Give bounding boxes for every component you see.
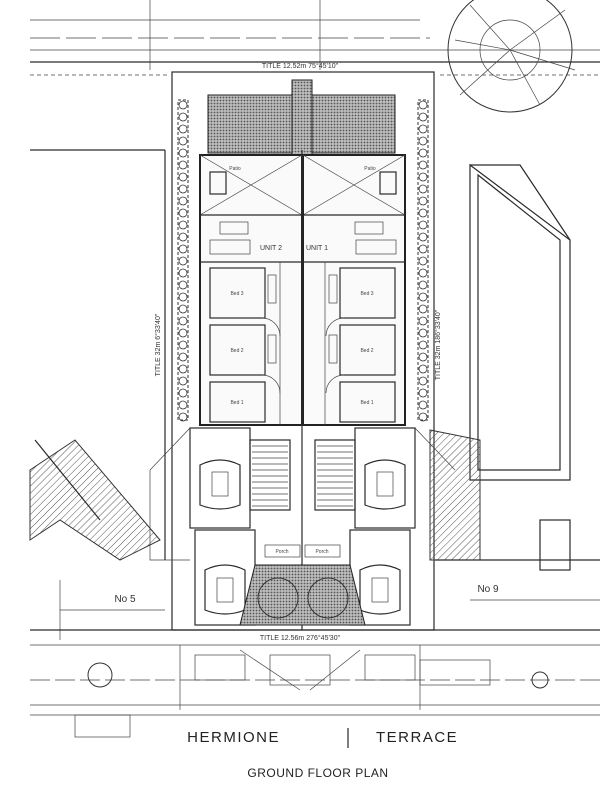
hedge-shrub: [178, 184, 188, 194]
hedge-shrub: [418, 172, 428, 182]
bed3-label-right: Bed 3: [360, 291, 373, 297]
hedge-shrub: [178, 316, 188, 326]
hedge-shrub: [178, 340, 188, 350]
hedge-shrub: [178, 100, 188, 110]
patio-label-left: Patio: [229, 166, 241, 172]
hedge-shrub: [418, 304, 428, 314]
hedge-shrub: [178, 304, 188, 314]
rear-courtyard-left: [207, 94, 299, 154]
front-tree-left: [257, 577, 299, 619]
hedge-shrub: [178, 328, 188, 338]
hedge-shrub: [418, 328, 428, 338]
bed2-label-right: Bed 2: [360, 348, 373, 354]
hedge-shrub: [178, 352, 188, 362]
hedge-shrub: [418, 280, 428, 290]
hedge-shrub: [178, 400, 188, 410]
centre-garden-strip: [291, 79, 313, 161]
street-name-left: HERMIONE: [187, 729, 280, 746]
title-left-label: TITLE 32m 6°33'40": [154, 313, 162, 376]
unit-1-outline: [302, 154, 406, 426]
hedge-shrub: [418, 196, 428, 206]
hedge-shrub: [178, 172, 188, 182]
patio-label-right: Patio: [364, 166, 376, 172]
hedge-shrub: [418, 376, 428, 386]
hedge-shrub: [178, 364, 188, 374]
hedge-shrub: [418, 136, 428, 146]
hedge-shrub: [418, 208, 428, 218]
hedge-shrub: [418, 220, 428, 230]
hedge-shrub: [178, 280, 188, 290]
hedge-left: [177, 99, 189, 421]
hedge-shrub: [418, 112, 428, 122]
hedge-shrub: [418, 256, 428, 266]
hedge-shrub: [178, 256, 188, 266]
hedge-shrub: [178, 112, 188, 122]
tree-canopy-top-right: [447, 0, 576, 113]
hedge-shrub: [418, 232, 428, 242]
hedge-shrub: [178, 232, 188, 242]
hedge-shrub: [418, 316, 428, 326]
street-lines: [30, 629, 600, 738]
hedge-shrub: [178, 388, 188, 398]
neighbour-no5: [29, 149, 166, 640]
neighbour-no5-label: No 5: [114, 594, 136, 605]
hedge-shrub: [418, 352, 428, 362]
hedge-shrub: [418, 340, 428, 350]
title-top-label: TITLE 12.52m 75°45'10": [262, 62, 339, 70]
hedge-shrub: [178, 148, 188, 158]
hedge-shrub: [178, 208, 188, 218]
hedge-shrub: [178, 124, 188, 134]
unit-1-label: UNIT 1: [306, 245, 328, 252]
unit-2-outline: [199, 154, 303, 426]
hedge-shrub: [418, 412, 428, 422]
hedge-shrub: [418, 124, 428, 134]
front-tree-right: [307, 577, 349, 619]
hedge-shrub: [178, 136, 188, 146]
hedge-shrub: [178, 268, 188, 278]
patio-roof-lines: [199, 154, 406, 216]
front-garden-planting: [239, 564, 366, 626]
bed1-label-left: Bed 1: [230, 400, 243, 406]
porch-label-left: Porch: [275, 549, 288, 555]
hedge-shrub: [178, 220, 188, 230]
rear-lane-lines: [30, 0, 600, 76]
plan-title: GROUND FLOOR PLAN: [247, 766, 388, 780]
bed2-label-left: Bed 2: [230, 348, 243, 354]
title-bottom-label: TITLE 12.56m 276°45'30": [260, 634, 341, 642]
hedge-shrub: [418, 388, 428, 398]
hedge-shrub: [418, 268, 428, 278]
hedge-shrub: [418, 160, 428, 170]
street-name-right: TERRACE: [376, 729, 458, 746]
hedge-shrub: [418, 148, 428, 158]
garage-zone: [149, 427, 456, 561]
hedge-shrub: [418, 292, 428, 302]
hedge-shrub: [178, 244, 188, 254]
hedge-shrub: [178, 196, 188, 206]
unit-2-label: UNIT 2: [260, 245, 282, 252]
bedroom-grid: [209, 262, 396, 425]
hedge-shrub: [418, 244, 428, 254]
hedge-shrub: [418, 400, 428, 410]
hedge-shrub: [178, 412, 188, 422]
hedge-shrub: [178, 160, 188, 170]
porch-label-right: Porch: [315, 549, 328, 555]
hedge-shrub: [418, 184, 428, 194]
hedge-shrub: [418, 100, 428, 110]
hedge-shrubs: [178, 100, 428, 422]
hedge-shrub: [418, 364, 428, 374]
rear-courtyard-right: [304, 94, 396, 154]
title-right-label: TITLE 32m 186°33'40": [434, 309, 442, 380]
annotation-notes: [194, 649, 491, 691]
bed3-label-left: Bed 3: [230, 291, 243, 297]
hedge-right: [417, 99, 429, 421]
neighbour-no9: [429, 163, 600, 601]
hedge-shrub: [178, 292, 188, 302]
bed1-label-right: Bed 1: [360, 400, 373, 406]
neighbour-no9-label: No 9: [477, 584, 499, 595]
living-kitchen-zone: [200, 214, 405, 263]
hedge-shrub: [178, 376, 188, 386]
